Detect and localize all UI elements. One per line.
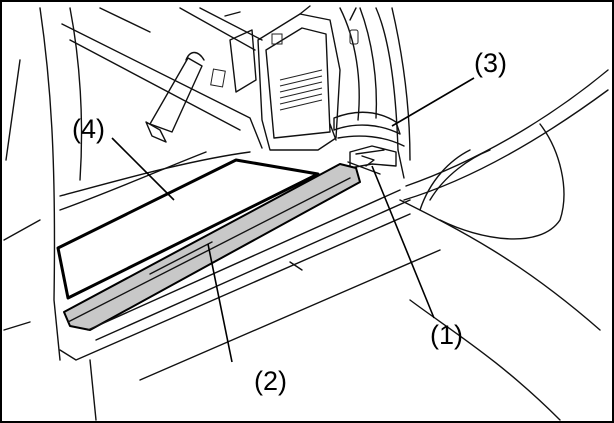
callout-3: (3) xyxy=(474,48,507,78)
door-frame-pillar xyxy=(339,7,411,179)
callout-1: (1) xyxy=(430,320,463,350)
leader-line-2 xyxy=(207,243,233,363)
seatbelt-buckle xyxy=(145,51,205,143)
leader-lines xyxy=(111,77,475,363)
callout-2: (2) xyxy=(254,366,287,396)
rocker-panel xyxy=(3,189,601,421)
seat-back xyxy=(61,7,263,149)
callout-4: (4) xyxy=(72,114,105,144)
left-pillar xyxy=(3,7,83,361)
trim-vents xyxy=(279,69,323,111)
leader-line-1 xyxy=(371,165,435,319)
leader-line-4 xyxy=(111,137,175,201)
floor-mat-part-4 xyxy=(56,151,320,300)
open-door xyxy=(403,69,609,240)
rear-trim-panel xyxy=(257,5,341,151)
interior-panel xyxy=(210,11,257,93)
leader-line-3 xyxy=(391,77,475,127)
weatherstrip-part-3 xyxy=(329,111,405,147)
